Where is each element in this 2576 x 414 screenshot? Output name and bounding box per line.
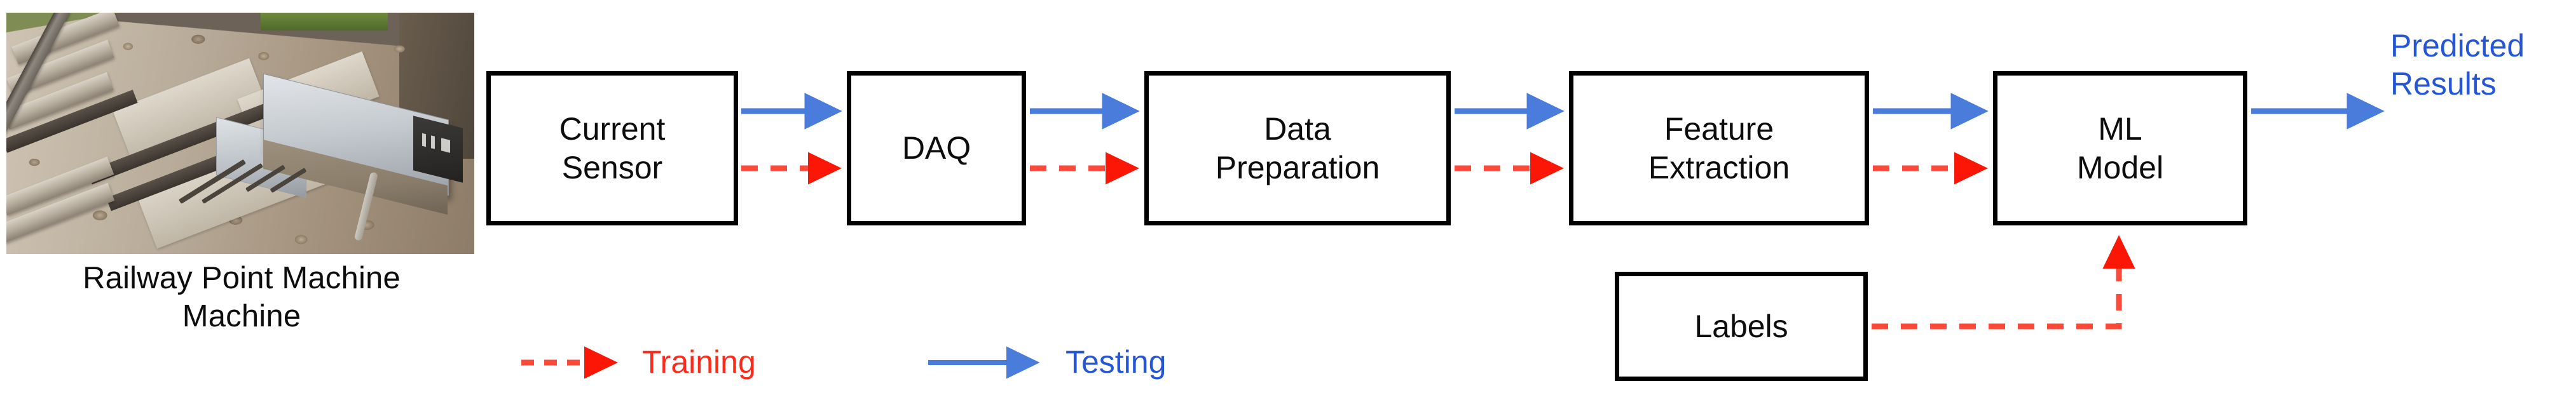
node-daq[interactable]: DAQ xyxy=(847,71,1026,225)
output-predicted-results: Predicted Results xyxy=(2390,27,2576,103)
node-feature-extraction[interactable]: Feature Extraction xyxy=(1569,71,1869,225)
node-daq-line1: DAQ xyxy=(901,130,971,166)
node-current-sensor[interactable]: Current Sensor xyxy=(486,71,738,225)
node-feature-extraction-line1: Feature xyxy=(1664,110,1774,147)
photo-caption-line2: Machine xyxy=(182,299,301,333)
photo-caption: Railway Point Machine xyxy=(6,260,477,297)
node-labels-line1: Labels xyxy=(1694,308,1788,344)
legend-training-label: Training xyxy=(642,344,756,380)
node-feature-extraction-line2: Extraction xyxy=(1648,149,1790,185)
node-labels-text: Labels xyxy=(1694,307,1788,346)
node-labels[interactable]: Labels xyxy=(1615,272,1868,381)
photo-caption-second: Machine xyxy=(6,298,477,335)
node-data-preparation-text: Data Preparation xyxy=(1216,110,1380,187)
output-line1: Predicted xyxy=(2390,28,2525,63)
node-current-sensor-line1: Current xyxy=(559,110,666,147)
railway-point-machine-photo xyxy=(6,13,474,254)
node-data-preparation-line2: Preparation xyxy=(1215,149,1380,185)
node-daq-text: DAQ xyxy=(902,129,971,168)
node-data-preparation-line1: Data xyxy=(1264,110,1331,147)
legend-item-testing: Testing xyxy=(1065,346,1166,378)
output-line2: Results xyxy=(2390,66,2497,102)
photo-caption-line1: Railway Point Machine xyxy=(83,261,401,295)
legend-testing-label: Testing xyxy=(1065,344,1167,380)
node-ml-model[interactable]: ML Model xyxy=(1993,71,2247,225)
node-current-sensor-line2: Sensor xyxy=(561,149,663,185)
node-current-sensor-text: Current Sensor xyxy=(559,110,666,187)
node-ml-model-line1: ML xyxy=(2098,110,2142,147)
node-ml-model-line2: Model xyxy=(2076,149,2164,185)
node-feature-extraction-text: Feature Extraction xyxy=(1648,110,1790,187)
legend-item-training: Training xyxy=(642,346,756,378)
node-ml-model-text: ML Model xyxy=(2077,110,2163,187)
arrow-training-labels-to-model xyxy=(1872,235,2135,330)
node-data-preparation[interactable]: Data Preparation xyxy=(1144,71,1451,225)
photo-endplate-marking xyxy=(422,133,450,153)
